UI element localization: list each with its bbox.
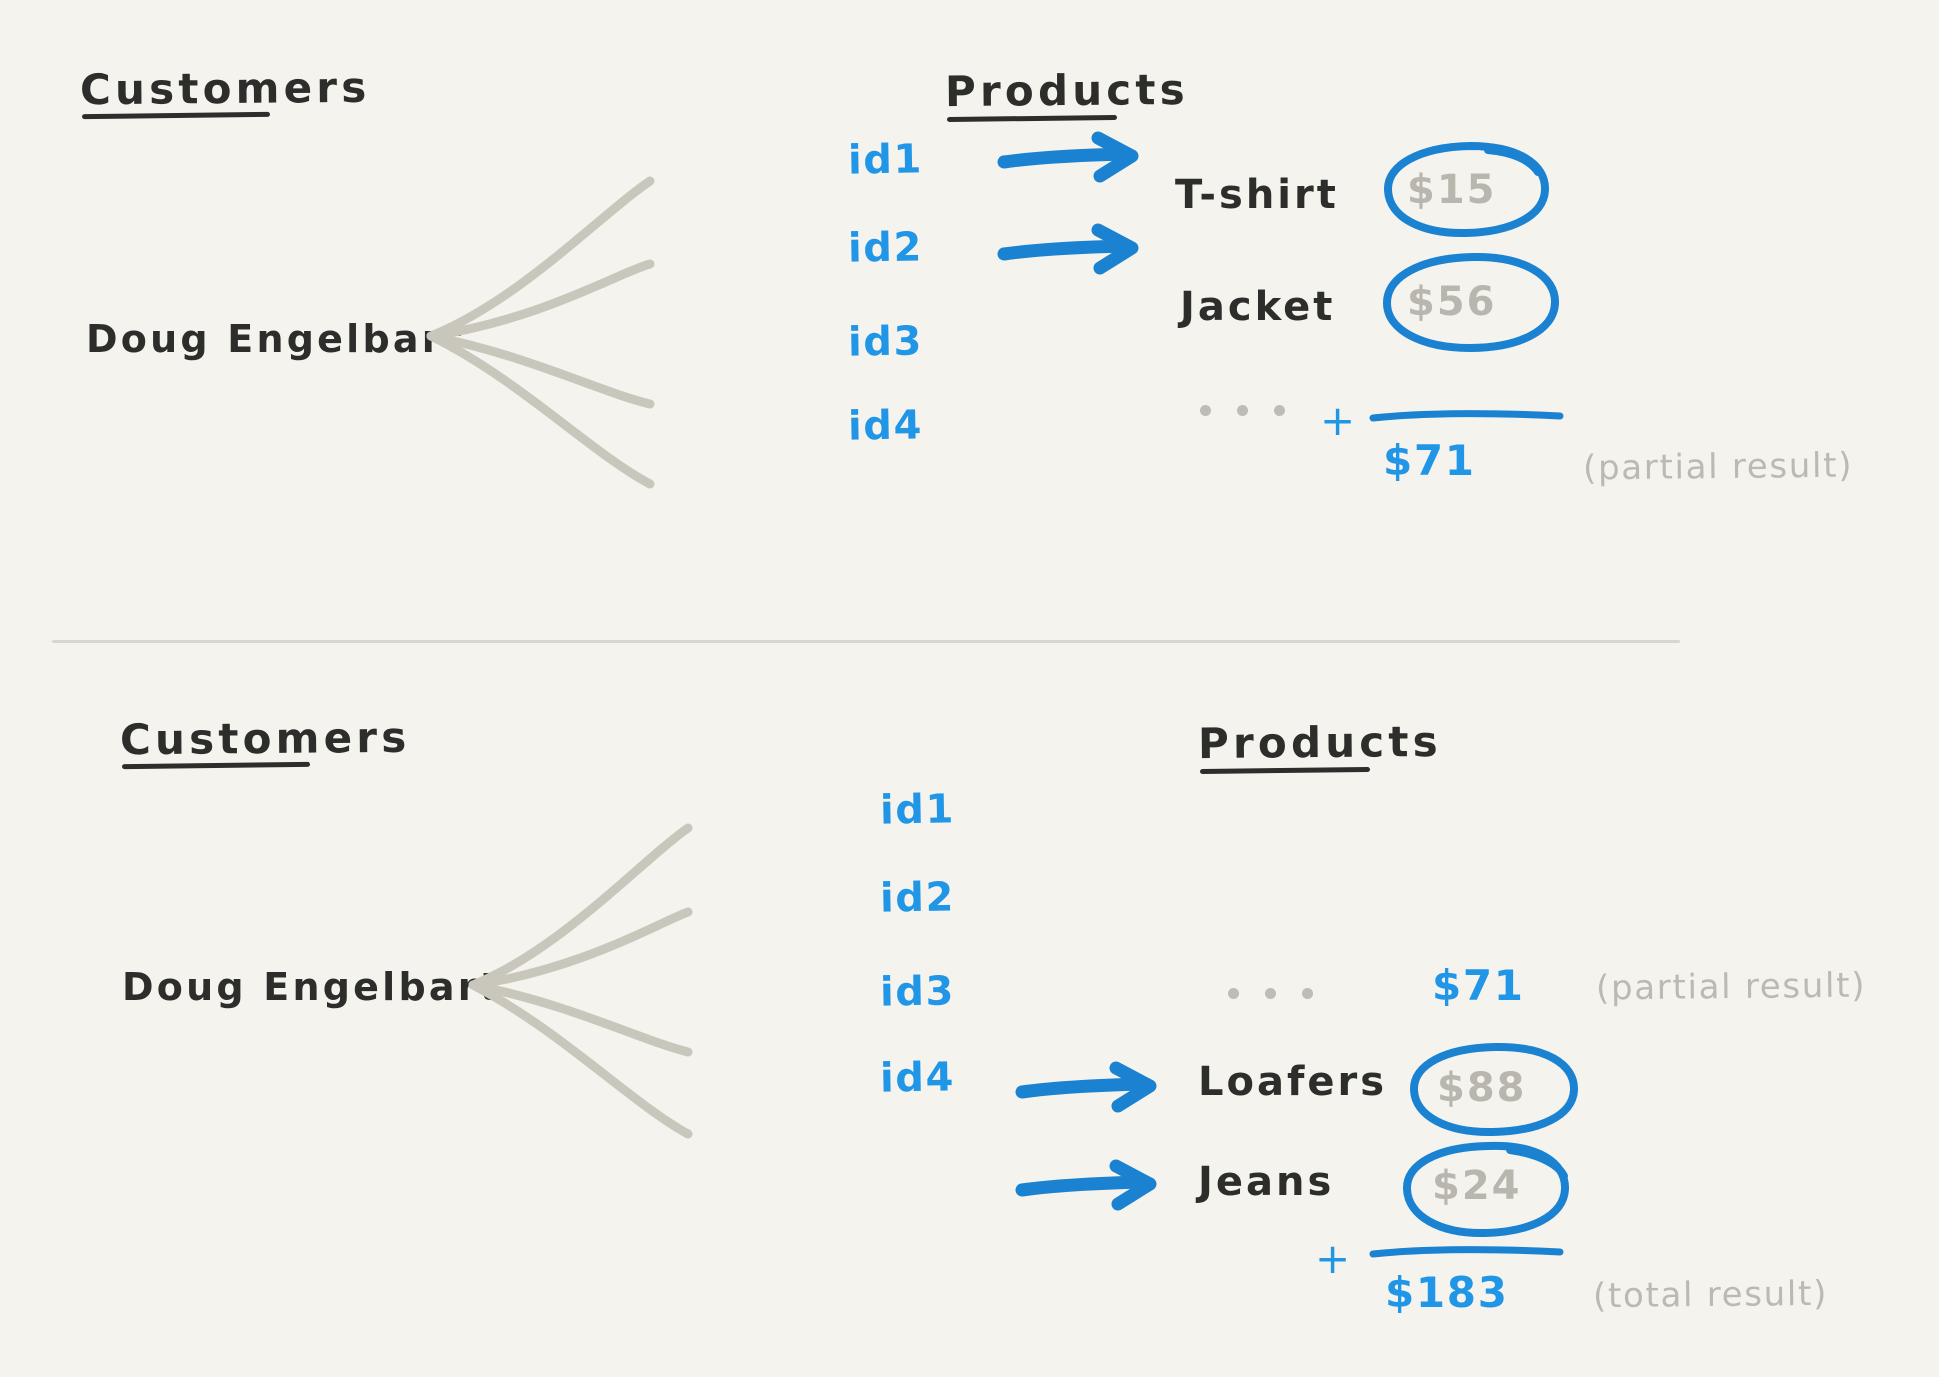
top-ellipsis bbox=[1200, 405, 1285, 416]
top-id-label-1: id1 bbox=[847, 136, 924, 184]
top-price-circle-2 bbox=[1382, 252, 1560, 353]
top-arrow-icon-2 bbox=[997, 223, 1139, 275]
section-divider bbox=[52, 640, 1680, 643]
top-price-circle-1 bbox=[1384, 141, 1550, 238]
top-product-name-1: T-shirt bbox=[1175, 172, 1339, 218]
bottom-carried-note: (partial result) bbox=[1595, 965, 1867, 1009]
top-customer-name: Doug Engelbart bbox=[86, 317, 466, 361]
top-result-note: (partial result) bbox=[1582, 445, 1854, 489]
top-products-heading-underline bbox=[946, 114, 1118, 123]
top-price-1: $15 bbox=[1407, 167, 1497, 213]
bottom-fanout-lines bbox=[468, 823, 693, 1139]
top-sum-value: $71 bbox=[1383, 436, 1476, 485]
bottom-id-label-3: id3 bbox=[879, 968, 956, 1016]
bottom-id-label-1: id1 bbox=[879, 786, 956, 834]
bottom-result-note: (total result) bbox=[1592, 1273, 1829, 1317]
bottom-price-2: $24 bbox=[1432, 1163, 1522, 1209]
bottom-arrow-icon-1 bbox=[1015, 1061, 1157, 1113]
bottom-price-circle-1 bbox=[1410, 1042, 1579, 1137]
bottom-id-label-4: id4 bbox=[879, 1054, 956, 1102]
top-arrow-icon-1 bbox=[997, 131, 1139, 183]
top-id-label-2: id2 bbox=[847, 224, 924, 272]
bottom-carried-value: $71 bbox=[1432, 961, 1525, 1010]
bottom-sum-rule bbox=[1369, 1246, 1564, 1258]
bottom-sum-value: $183 bbox=[1385, 1268, 1509, 1317]
bottom-id-label-2: id2 bbox=[879, 874, 956, 922]
top-sum-rule bbox=[1369, 410, 1564, 422]
top-id-label-4: id4 bbox=[847, 402, 924, 450]
bottom-product-name-1: Loafers bbox=[1198, 1059, 1388, 1105]
top-product-name-2: Jacket bbox=[1180, 284, 1336, 330]
bottom-product-name-2: Jeans bbox=[1198, 1159, 1335, 1205]
top-plus-sign: + bbox=[1320, 396, 1358, 445]
top-id-label-3: id3 bbox=[847, 318, 924, 366]
bottom-products-heading-underline bbox=[1199, 766, 1371, 775]
bottom-customer-name: Doug Engelbart bbox=[122, 965, 502, 1009]
top-fanout-lines bbox=[426, 176, 655, 489]
bottom-price-1: $88 bbox=[1437, 1065, 1527, 1111]
top-products-heading: Products bbox=[944, 64, 1190, 117]
top-price-2: $56 bbox=[1407, 279, 1497, 325]
bottom-arrow-icon-2 bbox=[1015, 1159, 1157, 1211]
bottom-products-heading: Products bbox=[1197, 716, 1443, 769]
bottom-plus-sign: + bbox=[1315, 1234, 1353, 1283]
bottom-price-circle-2 bbox=[1403, 1141, 1570, 1238]
bottom-ellipsis bbox=[1228, 988, 1313, 999]
